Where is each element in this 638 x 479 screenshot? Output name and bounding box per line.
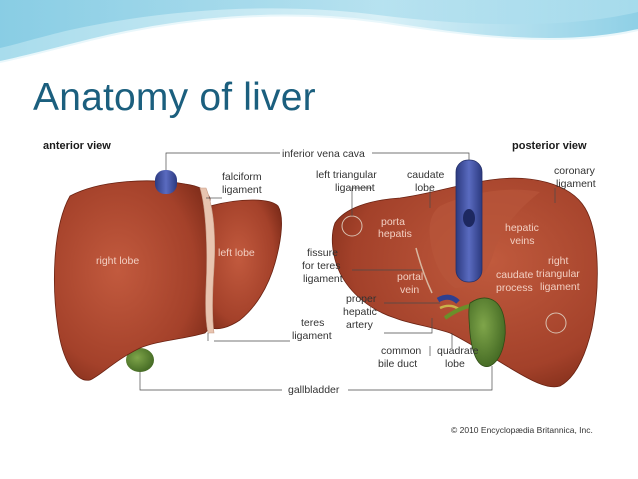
caudate-process-label-2: process [496, 282, 533, 294]
left-triangular-label-1: left triangular [316, 169, 377, 181]
common-bile-label-1: common [381, 345, 421, 357]
right-lobe-shape [54, 181, 212, 380]
teres-label-2: ligament [292, 330, 332, 342]
coronary-label-1: coronary [554, 165, 596, 177]
left-lobe-label: left lobe [218, 247, 255, 259]
hepatic-vein-opening [463, 209, 475, 227]
proper-hepatic-label-3: artery [346, 319, 374, 331]
caudate-process-label-1: caudate [496, 269, 534, 281]
falciform-label-1: falciform [222, 171, 262, 183]
anterior-view-heading: anterior view [43, 140, 111, 152]
left-triangular-label-2: ligament [335, 182, 375, 194]
teres-label-1: teres [301, 317, 324, 329]
right-triangular-label-1: right [548, 255, 569, 267]
fissure-label-2: for teres [302, 260, 341, 272]
inferior-vena-cava-label: inferior vena cava [282, 148, 365, 160]
gallbladder-label: gallbladder [288, 384, 340, 396]
posterior-view-heading: posterior view [512, 140, 587, 152]
proper-hepatic-label-1: proper [346, 293, 377, 305]
header-wave-decoration [0, 0, 638, 70]
coronary-label-2: ligament [556, 178, 596, 190]
falciform-label-2: ligament [222, 184, 262, 196]
fissure-label-3: ligament [303, 273, 343, 285]
porta-hepatis-label-2: hepatis [378, 228, 412, 240]
hepatic-veins-label-1: hepatic [505, 222, 539, 234]
common-bile-label-2: bile duct [378, 358, 417, 370]
proper-hepatic-label-2: hepatic [343, 306, 377, 318]
vena-cava-anterior [155, 170, 177, 194]
porta-hepatis-label-1: porta [381, 216, 405, 228]
fissure-label-1: fissure [307, 247, 338, 259]
right-triangular-label-3: ligament [540, 281, 580, 293]
portal-vein-label-1: portal [397, 271, 423, 283]
liver-anatomy-diagram: anterior view right lobe left lobe poste… [0, 128, 638, 443]
portal-vein-label-2: vein [400, 284, 419, 296]
copyright-text: © 2010 Encyclopædia Britannica, Inc. [451, 425, 593, 435]
right-lobe-label: right lobe [96, 255, 139, 267]
quadrate-label-2: lobe [445, 358, 465, 370]
right-triangular-label-2: triangular [536, 268, 580, 280]
slide-title: Anatomy of liver [33, 76, 316, 120]
caudate-lobe-label-1: caudate [407, 169, 445, 181]
caudate-lobe-label-2: lobe [415, 182, 435, 194]
hepatic-veins-label-2: veins [510, 235, 535, 247]
left-lobe-shape [210, 200, 282, 329]
quadrate-label-1: quadrate [437, 345, 479, 357]
